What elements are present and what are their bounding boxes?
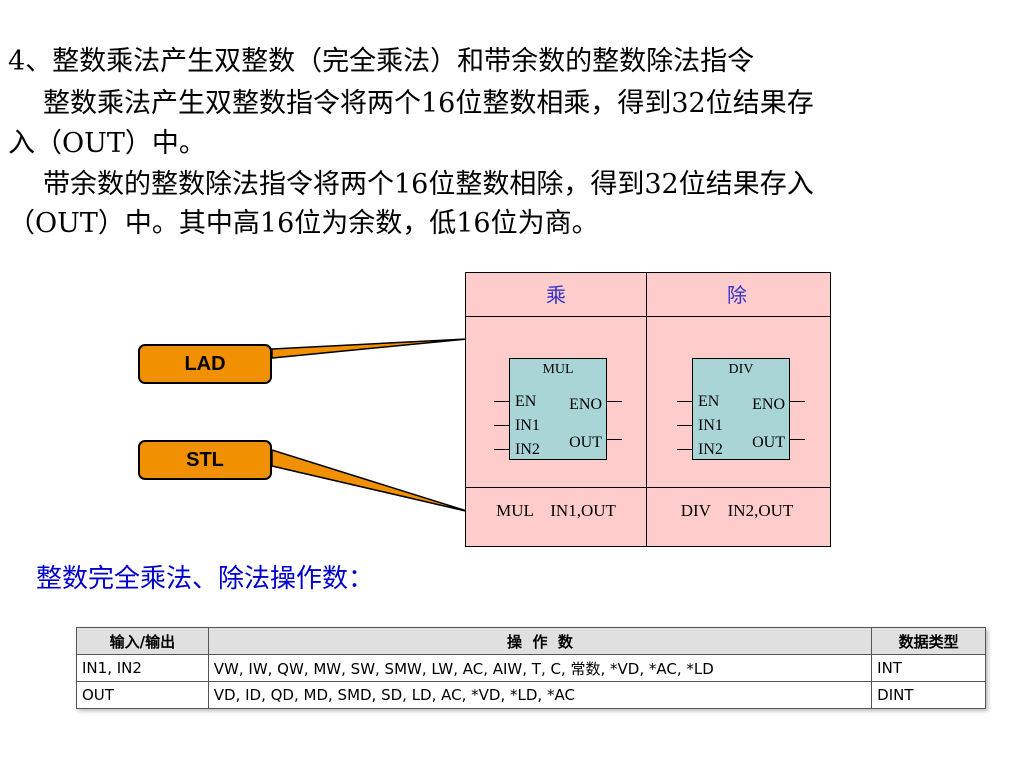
cell-datatype: INT [871,654,986,682]
column-header-div: 除 [727,283,747,307]
div-eno-lead [790,401,805,402]
mul-pin-out: OUT [569,434,602,451]
paragraph-mul-line1: 整数乘法产生双整数指令将两个16位整数相乘，得到32位结果存 [43,88,814,119]
div-pin-in2: IN2 [698,441,723,458]
table-header-row: 输入/输出 操 作 数 数据类型 [76,627,986,655]
paragraph-mul-line2: 入（OUT）中。 [8,128,206,159]
paragraph-div-line2: （OUT）中。其中高16位为余数，低16位为商。 [8,208,599,239]
column-divider [646,273,647,546]
header-io: 输入/输出 [76,627,209,655]
mul-in2-lead [494,449,509,450]
cell-io: IN1, IN2 [76,654,209,682]
div-out-lead [790,439,805,440]
mul-pin-eno: ENO [569,396,602,413]
cell-datatype: DINT [871,681,986,709]
div-en-lead [677,401,692,402]
section-heading: 4、整数乘法产生双整数（完全乘法）和带余数的整数除法指令 [8,46,755,77]
table-row: IN1, IN2 VW, IW, QW, MW, SW, SMW, LW, AC… [76,654,986,682]
cell-operands: VD, ID, QD, MD, SMD, SD, LD, AC, *VD, *L… [207,681,873,709]
mul-pin-en: EN [515,393,537,410]
mul-block-title: MUL [542,362,574,377]
operands-title: 整数完全乘法、除法操作数： [36,564,375,594]
header-operands: 操 作 数 [207,627,873,655]
div-in2-lead [677,449,692,450]
div-pin-en: EN [698,393,720,410]
lad-callout [271,338,468,359]
stl-callout [271,448,471,513]
cell-io: OUT [76,681,209,709]
cell-operands: VW, IW, QW, MW, SW, SMW, LW, AC, AIW, T,… [207,654,873,682]
mul-en-lead [494,401,509,402]
div-block-title: DIV [728,362,754,377]
mul-block: MUL EN ENO IN1 IN2 OUT [509,358,607,460]
mul-out-lead [607,439,622,440]
mul-in1-lead [494,425,509,426]
div-pin-eno: ENO [752,396,785,413]
operands-table: 输入/输出 操 作 数 数据类型 IN1, IN2 VW, IW, QW, MW… [76,627,986,709]
instruction-diagram: 乘 除 MUL EN ENO IN1 IN2 OUT DIV EN ENO IN… [465,272,831,547]
header-divider [466,316,830,317]
div-pin-out: OUT [752,434,785,451]
mul-pin-in2: IN2 [515,441,540,458]
mul-pin-in1: IN1 [515,417,540,434]
stl-div-instruction: DIV IN2,OUT [680,501,794,520]
stl-mul-instruction: MUL IN1,OUT [496,501,616,520]
paragraph-div-line1: 带余数的整数除法指令将两个16位整数相除，得到32位结果存入 [43,169,814,200]
table-row: OUT VD, ID, QD, MD, SMD, SD, LD, AC, *VD… [76,681,986,709]
mul-eno-lead [607,401,622,402]
header-datatype: 数据类型 [871,627,986,655]
lad-label: LAD [138,344,272,384]
stl-label: STL [138,440,272,480]
div-in1-lead [677,425,692,426]
div-block: DIV EN ENO IN1 IN2 OUT [692,358,790,460]
column-header-mul: 乘 [546,283,566,307]
div-pin-in1: IN1 [698,417,723,434]
stl-divider [466,487,830,488]
